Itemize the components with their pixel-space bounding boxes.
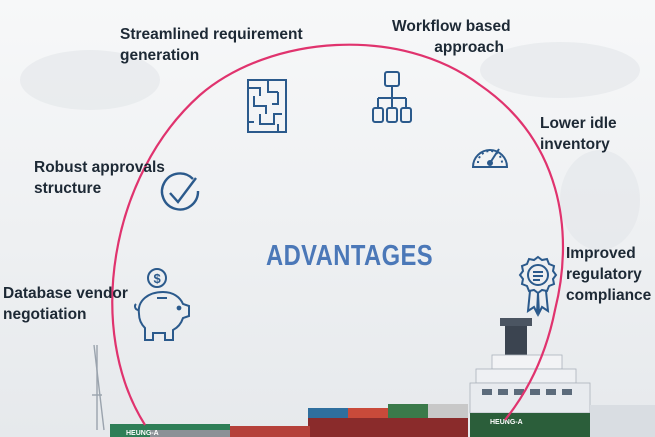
container-label-1: HEUNG-A [126, 430, 159, 437]
ship-illustration [469, 318, 655, 437]
checkmark-circle-icon [160, 169, 200, 217]
org-chart-icon [372, 70, 412, 126]
label-streamlined-requirement: Streamlined requirement generation [120, 26, 303, 64]
label-robust-approvals: Robust approvals structure [34, 159, 165, 197]
label-improved-regulatory-compliance: Improved regulatory compliance [566, 245, 652, 304]
piggy-bank-icon: $ [133, 266, 191, 342]
label-lower-idle-inventory: Lower idle inventory [540, 115, 617, 153]
label-workflow-based: Workflow based approach [392, 18, 511, 56]
svg-text:$: $ [154, 271, 162, 286]
container-label-2: HEUNG-A [490, 419, 523, 426]
label-database-vendor: Database vendor negotiation [3, 285, 128, 323]
crane-illustration [92, 344, 105, 431]
center-title: ADVANTAGES [266, 240, 434, 272]
advantages-arc [111, 43, 565, 426]
container-stack [110, 404, 590, 437]
award-badge-icon [518, 255, 558, 317]
gauge-icon [470, 135, 510, 171]
world-map-background [20, 42, 640, 250]
maze-icon [246, 78, 288, 134]
